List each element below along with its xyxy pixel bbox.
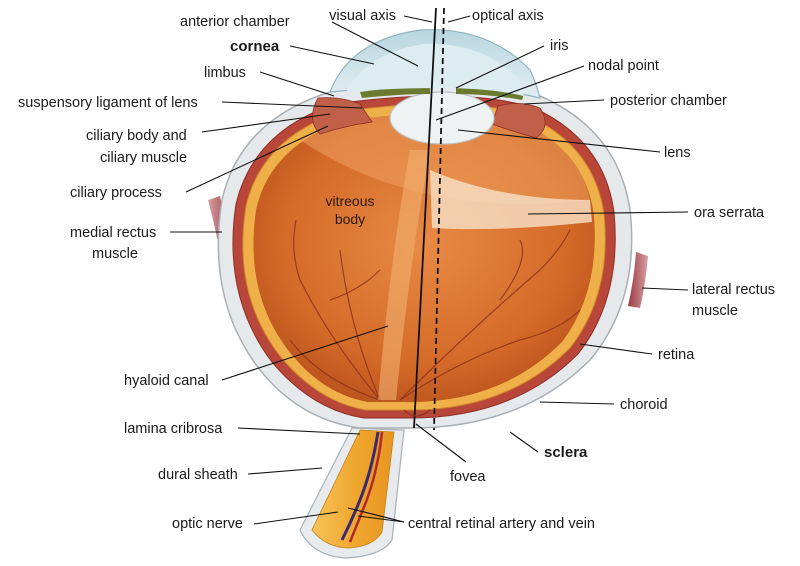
- label-ciliary-body-line2: ciliary muscle: [100, 150, 187, 166]
- visual-axis-line: [413, 7, 437, 429]
- ora-serrata-band: [430, 170, 592, 230]
- label-lateral-rectus-line1: lateral rectus: [692, 282, 775, 298]
- leader-lines: [170, 15, 689, 525]
- fovea-pit: [403, 409, 431, 417]
- label-choroid: choroid: [620, 397, 668, 413]
- label-posterior-chamber: posterior chamber: [610, 93, 727, 109]
- label-anterior-chamber: anterior chamber: [180, 14, 290, 30]
- label-nodal-point: nodal point: [588, 58, 659, 74]
- label-hyaloid-canal: hyaloid canal: [124, 373, 209, 389]
- label-ora-serrata: ora serrata: [694, 205, 765, 221]
- iris-shape: [360, 87, 430, 98]
- label-lens: lens: [664, 145, 691, 161]
- hyaloid-canal: [378, 150, 430, 400]
- label-optic-nerve: optic nerve: [172, 516, 243, 532]
- label-medial-rectus-line1: medial rectus: [70, 225, 156, 241]
- optical-axis-line: [433, 7, 445, 431]
- label-ciliary-process: ciliary process: [70, 185, 162, 201]
- label-limbus: limbus: [204, 65, 246, 81]
- label-cornea: cornea: [230, 38, 280, 55]
- label-suspensory-ligament: suspensory ligament of lens: [18, 95, 198, 111]
- label-retina: retina: [658, 347, 695, 363]
- label-visual-axis: visual axis: [329, 8, 396, 24]
- label-fovea: fovea: [450, 469, 486, 485]
- label-optical-axis: optical axis: [472, 8, 544, 24]
- label-iris: iris: [550, 38, 569, 54]
- label-central-retinal: central retinal artery and vein: [408, 516, 595, 532]
- label-vitreous-line2: body: [335, 211, 365, 227]
- ciliary-body-right: [491, 103, 546, 139]
- label-sclera: sclera: [544, 444, 588, 461]
- label-medial-rectus-line2: muscle: [92, 246, 138, 262]
- label-lamina-cribrosa: lamina cribrosa: [124, 421, 223, 437]
- lateral-rectus-muscle: [628, 252, 648, 308]
- label-vitreous-line1: vitreous: [325, 193, 374, 209]
- central-retinal-vessels: [340, 431, 380, 541]
- label-ciliary-body-line1: ciliary body and: [86, 128, 187, 144]
- label-dural-sheath: dural sheath: [158, 467, 238, 483]
- label-lateral-rectus-line2: muscle: [692, 303, 738, 319]
- retinal-vessels: [289, 219, 581, 401]
